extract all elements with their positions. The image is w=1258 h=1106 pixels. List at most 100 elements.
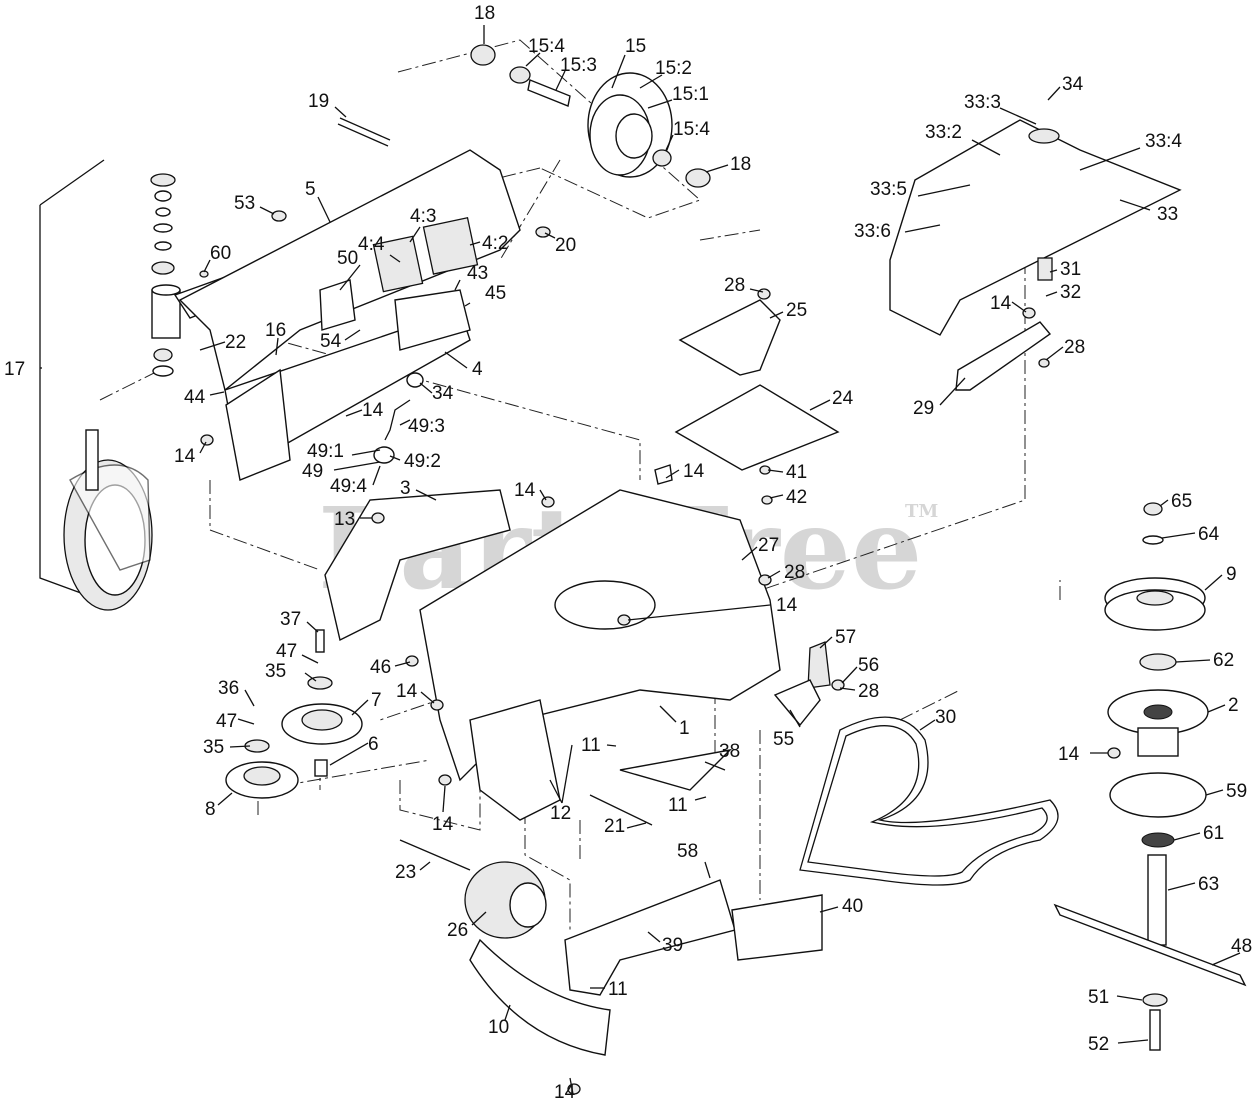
callout-label: 49:4 bbox=[330, 476, 367, 497]
callout-label: 26 bbox=[447, 920, 468, 941]
callout-label: 1 bbox=[679, 718, 690, 739]
callout-label: 27 bbox=[758, 535, 779, 556]
callout-label: 14 bbox=[1058, 744, 1080, 765]
callout-label: 32 bbox=[1060, 282, 1081, 303]
callout-label: 42 bbox=[786, 487, 807, 508]
callout-label: 63 bbox=[1198, 874, 1219, 895]
deck-cover bbox=[674, 299, 840, 471]
belt-cover bbox=[889, 119, 1182, 391]
callout-label: 14 bbox=[990, 293, 1012, 314]
callout-label: 8 bbox=[205, 799, 216, 820]
watermark-tm: TM bbox=[905, 501, 938, 522]
callout-label: 10 bbox=[488, 1017, 509, 1038]
callout-label: 33:3 bbox=[964, 92, 1001, 113]
callout-label: 4 bbox=[472, 359, 483, 380]
callout-label: 49:3 bbox=[408, 416, 445, 437]
callout-label: 25 bbox=[786, 300, 807, 321]
callout-label: 14 bbox=[174, 446, 196, 467]
callout-label: 39 bbox=[662, 935, 683, 956]
callout-label: 15:2 bbox=[655, 58, 692, 79]
callout-label: 14 bbox=[396, 681, 418, 702]
callout-label: 4:4 bbox=[358, 234, 385, 255]
callout-label: 37 bbox=[280, 609, 301, 630]
callout-label: 60 bbox=[210, 243, 231, 264]
callout-label: 46 bbox=[370, 657, 391, 678]
callout-label: 19 bbox=[308, 91, 329, 112]
callout-label: 18 bbox=[730, 154, 751, 175]
callout-label: 49 bbox=[302, 461, 323, 482]
callout-label: 47 bbox=[276, 641, 297, 662]
callout-label: 49:1 bbox=[307, 441, 344, 462]
callout-label: 59 bbox=[1226, 781, 1247, 802]
hardware bbox=[199, 210, 1121, 1095]
callout-label: 14 bbox=[554, 1082, 576, 1103]
callout-label: 61 bbox=[1203, 823, 1224, 844]
callout-label: 14 bbox=[362, 400, 384, 421]
callout-label: 47 bbox=[216, 711, 237, 732]
callout-label: 43 bbox=[467, 263, 488, 284]
callout-label: 53 bbox=[234, 193, 255, 214]
callout-label: 35 bbox=[203, 737, 224, 758]
drive-belt bbox=[799, 716, 1059, 886]
callout-label: 11 bbox=[608, 979, 628, 1000]
callout-label: 33:2 bbox=[925, 122, 962, 143]
callout-label: 2 bbox=[1228, 695, 1239, 716]
callout-label: 20 bbox=[555, 235, 576, 256]
callout-label: 56 bbox=[858, 655, 879, 676]
callout-label: 24 bbox=[832, 388, 854, 409]
callout-label: 11 bbox=[668, 795, 688, 816]
callout-label: 38 bbox=[719, 741, 740, 762]
callout-label: 29 bbox=[913, 398, 934, 419]
callout-label: 7 bbox=[371, 690, 382, 711]
caster-arm-frame bbox=[178, 117, 521, 481]
callout-label: 45 bbox=[485, 283, 506, 304]
mower-deck bbox=[324, 489, 781, 826]
callout-label: 14 bbox=[432, 814, 454, 835]
callout-label: 12 bbox=[550, 803, 571, 824]
callout-label: 52 bbox=[1088, 1034, 1109, 1055]
callout-label: 33:6 bbox=[854, 221, 891, 242]
callout-label: 28 bbox=[724, 275, 745, 296]
callout-label: 3 bbox=[400, 478, 411, 499]
callout-label: 15:4 bbox=[673, 119, 710, 140]
callout-label: 65 bbox=[1171, 491, 1192, 512]
anti-scalp-roller bbox=[399, 839, 547, 939]
idler-pulleys bbox=[225, 629, 363, 799]
callout-label: 9 bbox=[1226, 564, 1237, 585]
callout-label: 31 bbox=[1060, 259, 1081, 280]
callout-label: 48 bbox=[1231, 936, 1252, 957]
callout-label: 34 bbox=[1062, 74, 1084, 95]
callout-label: 49:2 bbox=[404, 451, 441, 472]
callout-label: 13 bbox=[334, 509, 355, 530]
height-adjust-lever bbox=[373, 372, 424, 464]
callout-label: 62 bbox=[1213, 650, 1234, 671]
callout-label: 54 bbox=[320, 331, 342, 352]
rear-wheel bbox=[470, 44, 711, 188]
callout-label: 30 bbox=[935, 707, 956, 728]
callout-label: 57 bbox=[835, 627, 856, 648]
callout-label: 33:5 bbox=[870, 179, 907, 200]
spindle-assembly bbox=[1053, 502, 1247, 1051]
callout-label: 34 bbox=[432, 383, 454, 404]
callout-label: 23 bbox=[395, 862, 416, 883]
callout-label: 11 bbox=[581, 735, 601, 756]
callout-label: 28 bbox=[1064, 337, 1085, 358]
callout-label: 17 bbox=[4, 359, 25, 380]
callout-label: 14 bbox=[514, 480, 536, 501]
callout-label: 50 bbox=[337, 248, 358, 269]
callout-label: 18 bbox=[474, 3, 495, 24]
callout-label: 16 bbox=[265, 320, 286, 341]
leader-lines bbox=[40, 25, 1241, 1095]
callout-label: 44 bbox=[184, 387, 206, 408]
callout-label: 15:1 bbox=[672, 84, 709, 105]
callout-label: 14 bbox=[776, 595, 798, 616]
callout-label: 58 bbox=[677, 841, 698, 862]
callout-label: 5 bbox=[305, 179, 316, 200]
callout-label: 33:4 bbox=[1145, 131, 1182, 152]
callout-label: 55 bbox=[773, 729, 794, 750]
callout-labels: 18 15:4 15 15:3 15:2 15:1 15:4 18 19 53 … bbox=[4, 3, 1252, 1103]
callout-label: 22 bbox=[225, 332, 246, 353]
callout-label: 4:3 bbox=[410, 206, 436, 227]
callout-label: 21 bbox=[604, 816, 625, 837]
